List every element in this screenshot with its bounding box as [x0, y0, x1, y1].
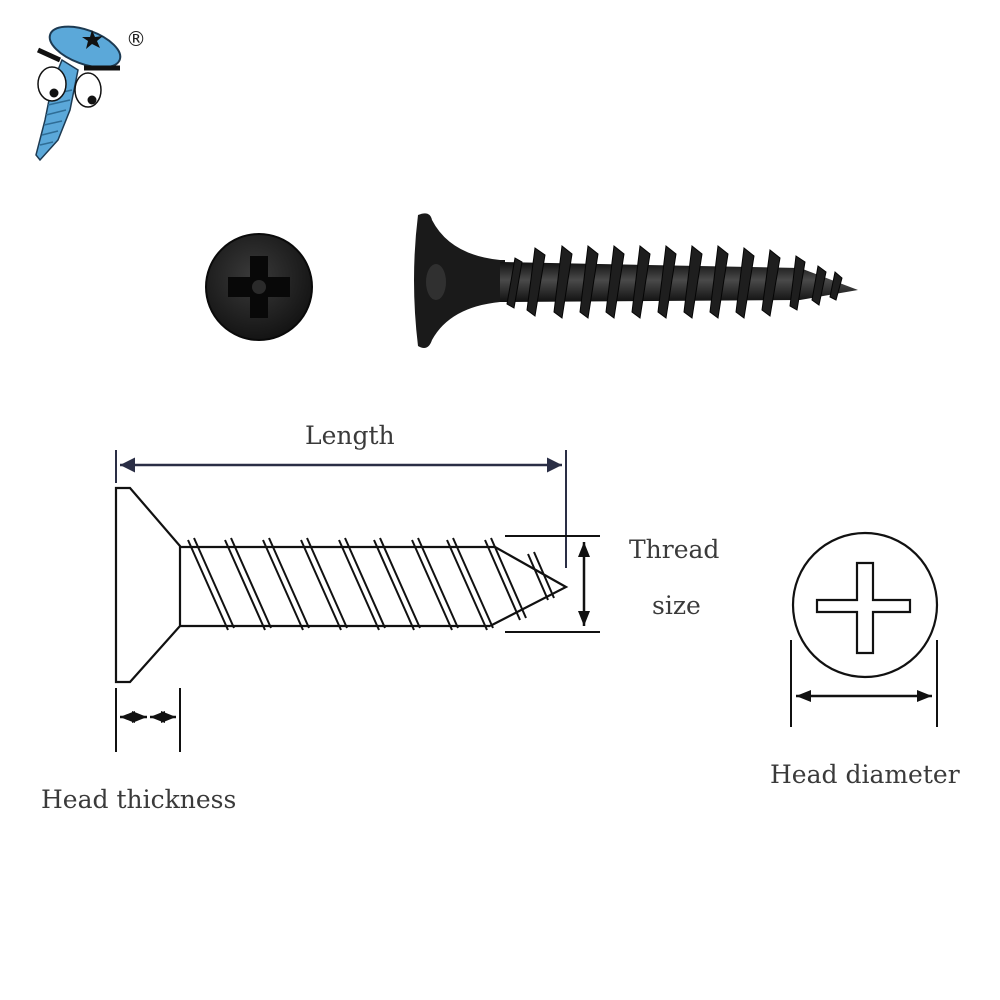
length-dimension [115, 450, 567, 568]
registered-mark: ® [126, 27, 146, 51]
length-label: Length [305, 421, 395, 450]
drywall-screw-side-icon [414, 213, 858, 348]
screw-outline [114, 486, 569, 684]
thread-size-label-line2: size [652, 591, 701, 620]
thread-size-label-line1: Thread [629, 535, 720, 564]
thread-size-dimension [505, 535, 600, 633]
cartoon-screw-mascot-icon [35, 25, 122, 162]
head-diameter-dimension [790, 531, 939, 727]
head-thickness-dimension [115, 688, 181, 752]
head-thickness-label: Head thickness [41, 785, 237, 814]
phillips-head-icon [205, 233, 313, 341]
head-diameter-label: Head diameter [770, 760, 960, 789]
